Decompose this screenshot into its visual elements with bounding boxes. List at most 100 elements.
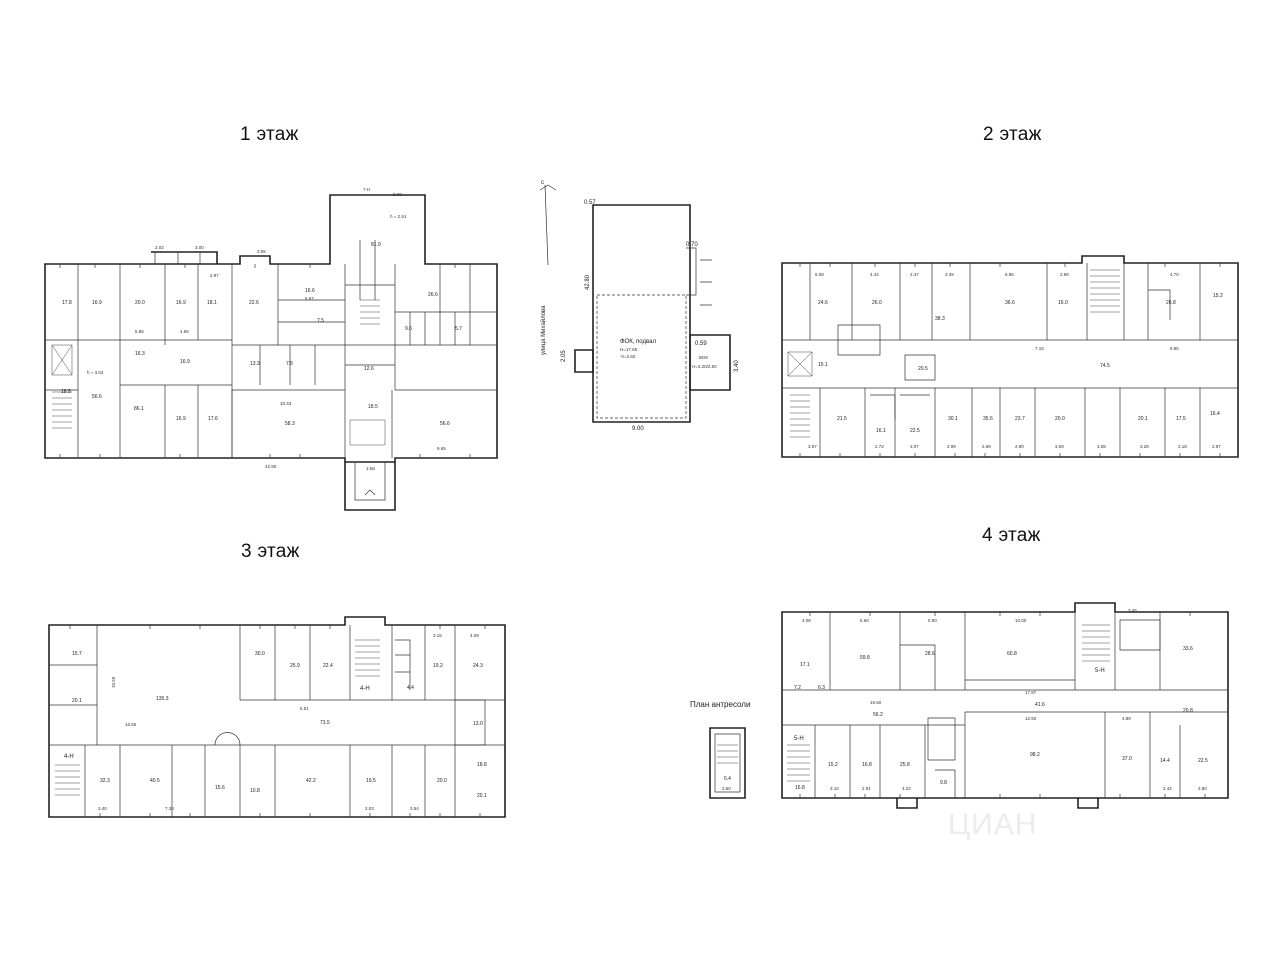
dimension-label: 6.08: [815, 272, 824, 277]
room-label: 30.0: [255, 651, 265, 657]
dimension-label: 42.80: [585, 274, 591, 290]
stair-label: 5-Н: [794, 736, 804, 742]
dimension-label: 10.59: [111, 676, 116, 688]
dimension-label: 3.28: [1140, 444, 1149, 449]
dimension-label: 3.97: [808, 444, 817, 449]
room-label: 26.6: [428, 292, 438, 298]
room-label: 18.1: [207, 300, 217, 306]
room-label: 18.5: [368, 404, 378, 410]
room-label: 20.5: [918, 366, 928, 372]
mezzanine-title: План антресоли: [690, 700, 751, 709]
room-label: 86.1: [134, 406, 144, 412]
watermark: ЦИАН: [948, 808, 1038, 841]
room-label: 13.0: [473, 721, 483, 727]
floor-2-title: 2 этаж: [983, 124, 1042, 145]
dimension-label: 3.40: [98, 806, 107, 811]
floor-3-title: 3 этаж: [241, 541, 300, 562]
room-label: 15.6: [215, 785, 225, 791]
room-label: 6.3: [818, 685, 825, 691]
dimension-label: 7-Н: [363, 187, 370, 192]
dimension-label: 2.05: [561, 350, 567, 362]
room-label: 20.1: [1138, 416, 1148, 422]
room-label: 22.4: [323, 663, 333, 669]
dimension-label: 2.99: [947, 444, 956, 449]
dimension-label: 42.90: [265, 464, 277, 469]
room-label: 22.6: [249, 300, 259, 306]
room-label: 81.9: [371, 242, 381, 248]
room-label: 22.5: [910, 428, 920, 434]
room-label: 25.8: [900, 762, 910, 768]
dimension-label: 2.91: [862, 786, 871, 791]
dimension-label: 3.55: [257, 249, 266, 254]
dimension-label: 3.18: [1178, 444, 1187, 449]
dimension-label: 7.38: [165, 806, 174, 811]
room-label: 17.6: [208, 416, 218, 422]
room-label: 20.8: [1183, 708, 1193, 714]
room-label: 5.7: [455, 326, 462, 332]
dimension-label: 4.44: [870, 272, 879, 277]
room-label: 16.9: [176, 300, 186, 306]
basement-height: Н=17.65: [620, 347, 638, 352]
basement-plan: с улица Михайлова ФОК, подвал Н=17.65 -h…: [539, 180, 740, 432]
dimension-label: 10.43: [280, 401, 292, 406]
room-label: 15.2: [1213, 293, 1223, 299]
annex-height: Н=3.20/2.50: [692, 364, 717, 369]
room-label: 7.2: [794, 685, 801, 691]
room-label: 73.5: [320, 720, 330, 726]
floor-2-plan: 24.6 26.0 38.3 36.6 16.0 26.8 15.2 15.1 …: [781, 255, 1239, 458]
room-label: 12.6: [364, 366, 374, 372]
dimension-label: 2.72: [875, 444, 884, 449]
dimension-label: 4.70: [1170, 272, 1179, 277]
dimension-label: 0.59: [695, 341, 707, 347]
floor-1-plan: 17.8 16.9 20.0 16.9 18.1 22.6 16.6 81.9 …: [44, 187, 498, 511]
room-label: 19.5: [366, 778, 376, 784]
room-label: 16.9: [176, 416, 186, 422]
dimension-label: 6.51: [300, 706, 309, 711]
dimension-label: 3.07: [910, 444, 919, 449]
room-label: 16.1: [876, 428, 886, 434]
room-label: 56.6: [92, 394, 102, 400]
room-label: 56.2: [873, 712, 883, 718]
room-label: 37.0: [1122, 756, 1132, 762]
room-label: 19.2: [433, 663, 443, 669]
floor-4-plan: 17.1 7.2 6.3 59.8 28.6 60.8 33.6 41.6 20…: [781, 602, 1229, 809]
dimension-label: 4.22: [902, 786, 911, 791]
dimension-label: 16.55: [125, 722, 137, 727]
dimension-label: 0.70: [686, 242, 698, 248]
dimension-label: 2.60: [722, 786, 731, 791]
dimension-label: 5.86: [135, 329, 144, 334]
room-label: 26.0: [872, 300, 882, 306]
room-label: 16.9: [180, 359, 190, 365]
dimension-label: 3.00: [195, 245, 204, 250]
room-label: 15.7: [72, 651, 82, 657]
dimension-label: 3.08: [1097, 444, 1106, 449]
room-label: 16.4: [1210, 411, 1220, 417]
room-label: 15.2: [828, 762, 838, 768]
dimension-label: 0.57: [584, 200, 596, 206]
room-label: 23.7: [1015, 416, 1025, 422]
mezzanine-plan: 6.4 2.60: [709, 727, 746, 799]
room-label: 74.5: [1100, 363, 1110, 369]
dimension-label: 2.88: [1060, 272, 1069, 277]
north-arrow-label: с: [541, 180, 544, 186]
dimension-label: 6.60: [860, 618, 869, 623]
stair-label: 4-Н: [360, 686, 370, 692]
room-label: 28.6: [925, 651, 935, 657]
room-label: 16.3: [135, 351, 145, 357]
room-label: 20.0: [437, 778, 447, 784]
dimension-label: 5.67: [305, 296, 314, 301]
dimension-label: 3.80: [1198, 786, 1207, 791]
dimension-label: 2.90: [1015, 444, 1024, 449]
room-label: 30.1: [948, 416, 958, 422]
dimension-label: 2.42: [1163, 786, 1172, 791]
stair-label: 5-Н: [1095, 668, 1105, 674]
room-label: 7.5: [286, 361, 293, 367]
dimension-label: 2.03: [365, 806, 374, 811]
room-label: 16.9: [92, 300, 102, 306]
floor-1-title: 1 этаж: [240, 124, 299, 145]
dimension-label: 9.85: [1170, 346, 1179, 351]
room-label: 14.4: [1160, 758, 1170, 764]
dimension-label: 3.59: [1055, 444, 1064, 449]
room-label: 16.0: [1058, 300, 1068, 306]
